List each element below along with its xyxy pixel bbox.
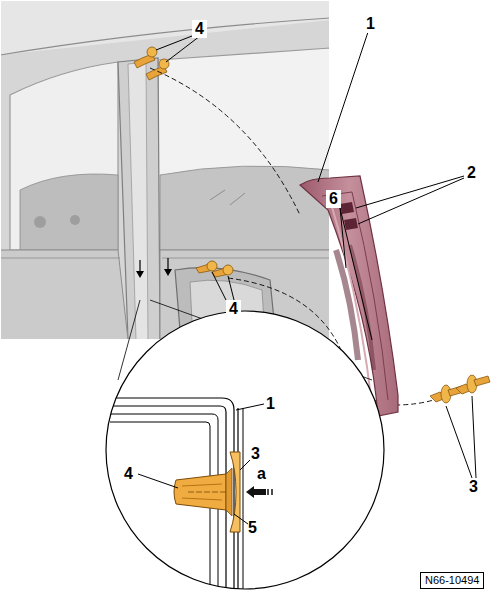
detail-circle (106, 311, 384, 589)
callout-number: 1 (266, 396, 275, 412)
callout-number: 4 (226, 300, 241, 318)
callout-number: 2 (464, 164, 479, 182)
callout-number: 3 (466, 478, 481, 496)
callout-number: 4 (192, 20, 207, 38)
clip (196, 261, 233, 277)
callout-number: 6 (326, 190, 341, 208)
callout-number: 3 (251, 446, 260, 462)
car-body (0, 0, 330, 340)
callout-number: 5 (248, 520, 257, 536)
callout-number: 1 (363, 15, 378, 33)
clip (430, 375, 490, 403)
detail-view (110, 398, 272, 596)
clip (134, 47, 169, 80)
callout-number: a (257, 466, 266, 482)
figure-number: N66-10494 (420, 572, 484, 589)
callout-number: 4 (124, 466, 133, 482)
